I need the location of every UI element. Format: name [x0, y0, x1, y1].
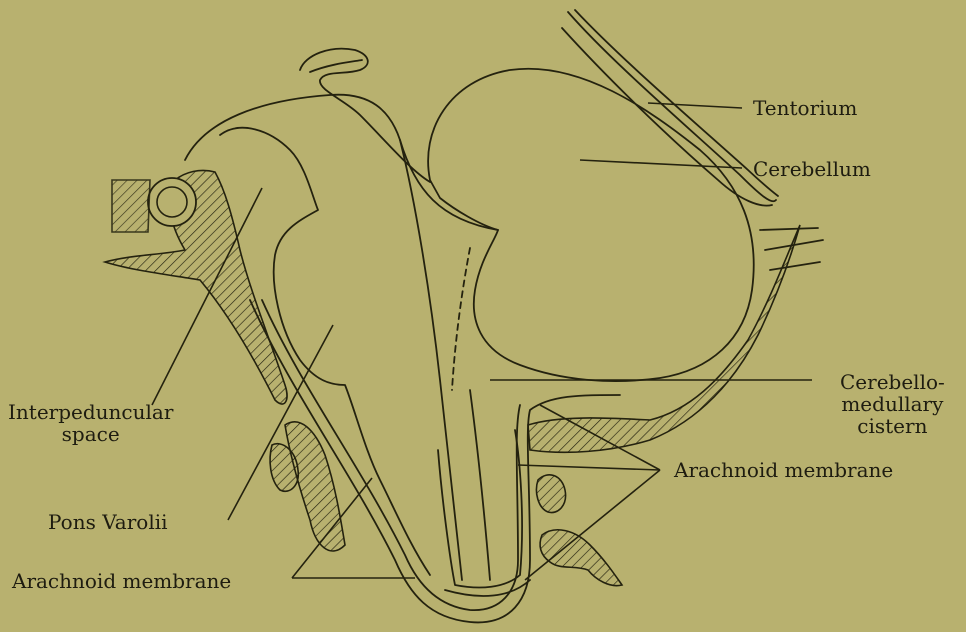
label-cistern-line1: Cerebello- — [840, 371, 945, 393]
label-interpeduncular-line2: space — [8, 423, 173, 445]
label-tentorium: Tentorium — [753, 97, 857, 119]
interpeduncular-hatch — [105, 170, 287, 404]
label-interpeduncular-space: Interpeduncular space — [8, 401, 173, 445]
label-cistern-line2: medullary — [840, 393, 945, 415]
label-interpeduncular-line1: Interpeduncular — [8, 401, 173, 423]
label-pons-varolii: Pons Varolii — [48, 511, 168, 533]
label-arachnoid-membrane-left: Arachnoid membrane — [12, 570, 231, 592]
cistern-hatch — [528, 225, 823, 452]
label-cistern-line3: cistern — [840, 415, 945, 437]
label-cerebellum: Cerebellum — [753, 158, 871, 180]
label-arachnoid-membrane-right: Arachnoid membrane — [674, 459, 893, 481]
cerebellum-outline — [428, 69, 754, 390]
vessel-structure — [300, 49, 430, 182]
brainstem-outline — [185, 95, 530, 596]
lower-left-hatch — [270, 422, 345, 551]
label-cerebello-medullary-cistern: Cerebello- medullary cistern — [840, 371, 945, 437]
tentorium-outline — [562, 10, 778, 206]
lower-right-hatch — [536, 475, 622, 586]
